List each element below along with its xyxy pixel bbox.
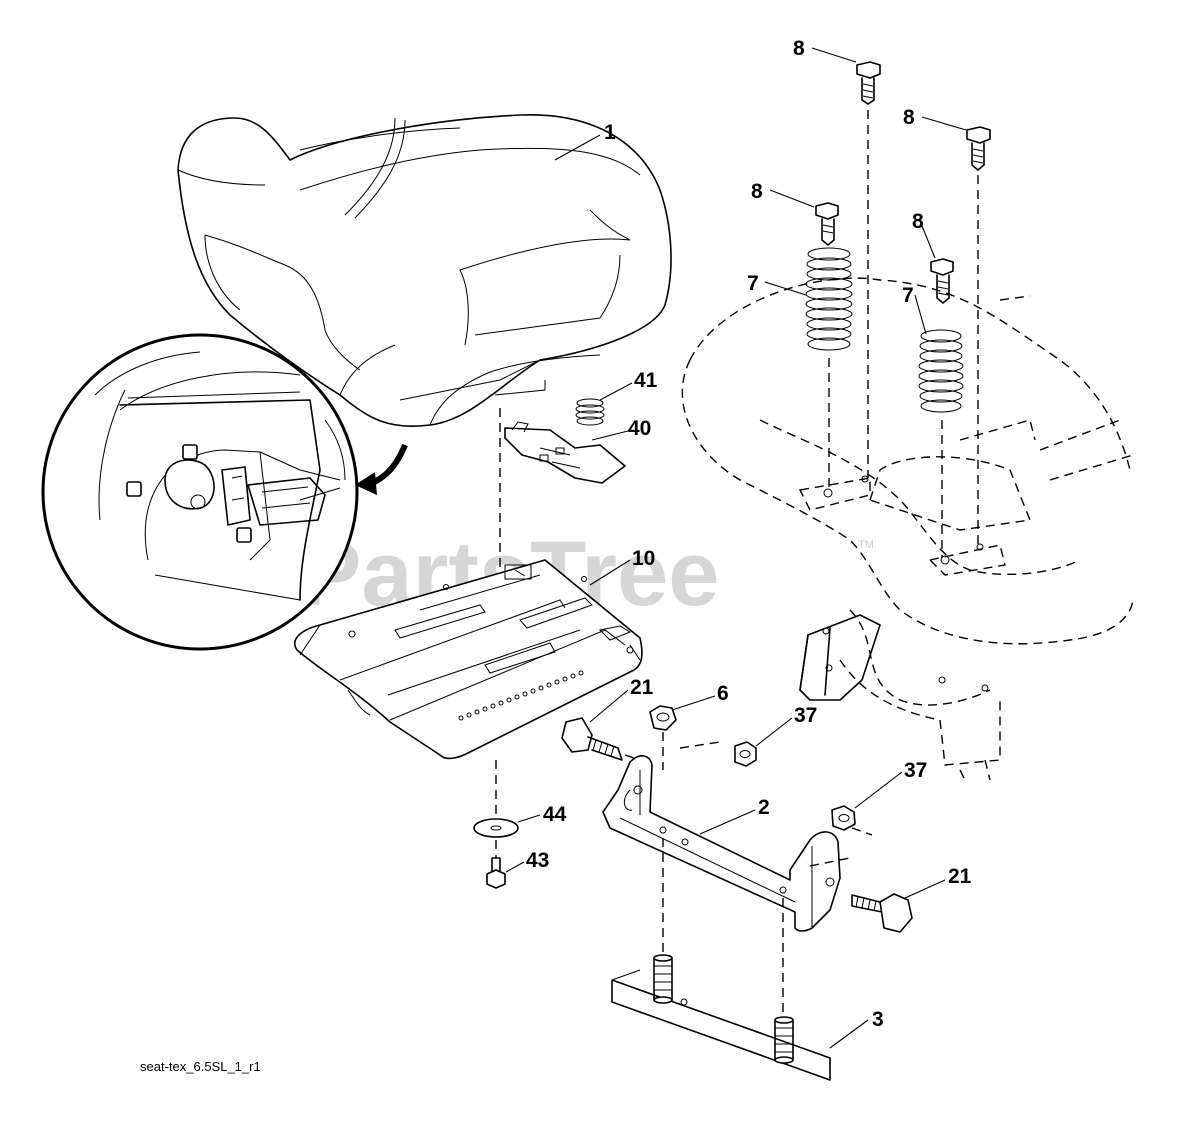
nut-37-a <box>734 741 757 767</box>
callout-3: 3 <box>872 1008 884 1031</box>
washer-44 <box>473 818 519 838</box>
callout-21-a: 21 <box>630 676 654 699</box>
nut-6 <box>649 705 677 731</box>
seat-pan-10 <box>294 559 643 760</box>
bolt-8-a <box>856 61 881 105</box>
stud-b <box>774 1016 794 1064</box>
callout-8-d: 8 <box>912 210 924 233</box>
callout-7-b: 7 <box>902 284 914 307</box>
bolt-21-a <box>561 717 623 761</box>
seat <box>177 114 672 428</box>
mower-frame <box>681 277 1134 781</box>
callout-40: 40 <box>628 417 651 440</box>
seat-pan-adjust-holes <box>458 670 584 721</box>
seat-latch-parts <box>504 398 626 484</box>
bolt-8-b <box>966 126 991 171</box>
callout-21-b: 21 <box>948 865 972 888</box>
stud-a <box>653 954 673 1004</box>
diagram-file-id: seat-tex_6.5SL_1_r1 <box>140 1059 261 1074</box>
callout-41: 41 <box>634 369 658 392</box>
spring-7-a <box>805 247 853 351</box>
detail-inset <box>41 333 408 651</box>
bolt-8-c <box>815 202 839 246</box>
callout-43: 43 <box>526 849 549 872</box>
callout-8-a: 8 <box>793 37 805 60</box>
spring-7-b <box>918 329 964 413</box>
callout-2: 2 <box>758 796 770 819</box>
spring-41 <box>575 398 605 426</box>
callout-1: 1 <box>604 121 616 144</box>
bolt-8-d <box>930 258 954 304</box>
bolt-43 <box>486 857 506 889</box>
frame-bracket <box>799 614 881 701</box>
callout-10: 10 <box>632 547 655 570</box>
latch-plate-40 <box>504 421 626 484</box>
watermark-trademark: TM <box>858 539 874 551</box>
callout-6: 6 <box>717 682 729 705</box>
leader-lines <box>505 47 967 1049</box>
callout-labels: 1 41 40 10 21 6 37 37 2 21 44 43 3 8 8 8… <box>526 37 972 1031</box>
callout-37-a: 37 <box>794 704 817 727</box>
seat-bracket-2 <box>602 755 841 932</box>
callout-44: 44 <box>543 803 567 826</box>
callout-37-b: 37 <box>904 759 927 782</box>
spring-bolt-hardware <box>805 61 991 558</box>
bolt-21-b <box>851 893 913 933</box>
callout-7-a: 7 <box>747 272 759 295</box>
base-plate-3 <box>611 954 831 1081</box>
callout-8-c: 8 <box>751 180 763 203</box>
callout-8-b: 8 <box>903 106 915 129</box>
nut-37-b <box>831 805 856 831</box>
